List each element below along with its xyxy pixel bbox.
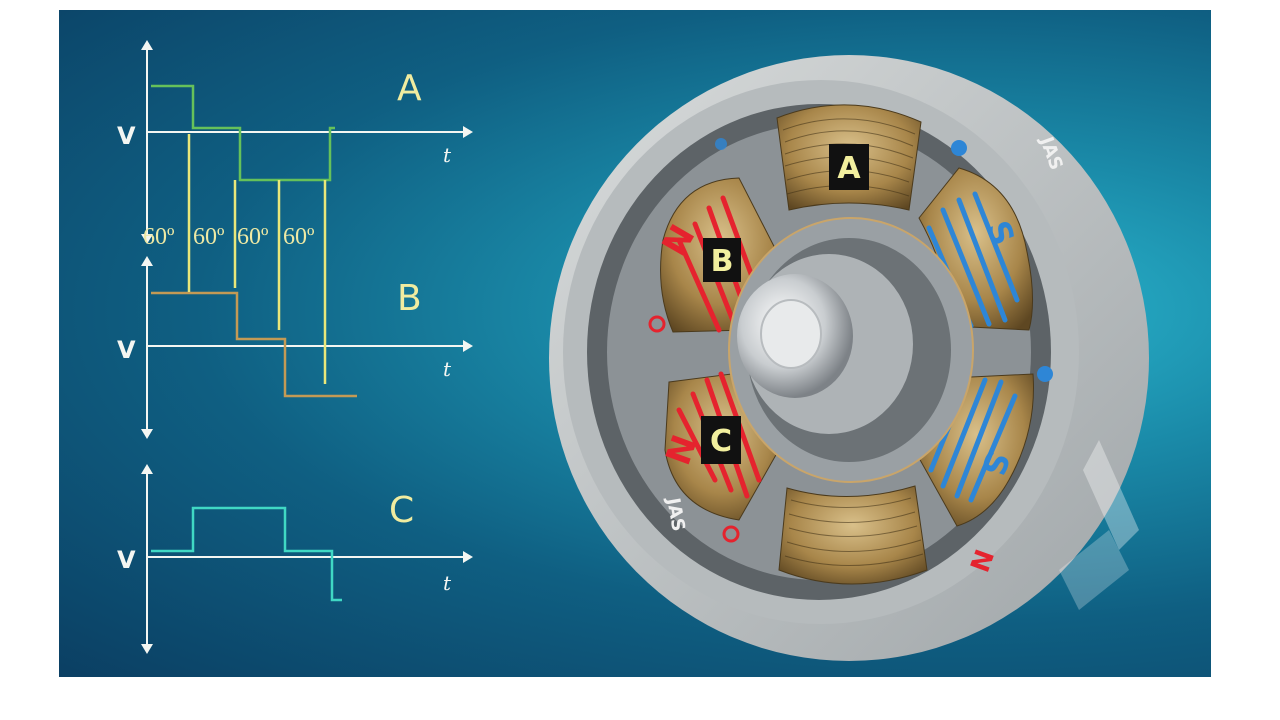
phase-label-c: C <box>389 490 414 531</box>
voltage-axis-label: V <box>117 336 136 364</box>
coil-label-box-a <box>829 144 869 190</box>
waveform-phase-a <box>151 84 335 182</box>
axes-group <box>141 40 473 654</box>
interval-label: 60º <box>283 224 315 250</box>
bldc-motor-illustration: A B C N N N S S JAS JAS <box>549 55 1149 661</box>
diagram-stage: V V V t t t A B C 60º 60º 60º 60º <box>59 10 1211 677</box>
time-axis-label: t <box>443 571 452 595</box>
time-axis-label: t <box>443 357 452 381</box>
waveform-phase-c <box>151 506 342 602</box>
interval-markers <box>187 134 327 384</box>
voltage-axis-label: V <box>117 122 136 150</box>
voltage-axis-label: V <box>117 546 136 574</box>
coil-label-c: C <box>710 424 732 459</box>
interval-label: 60º <box>237 224 269 250</box>
coil-label-a: A <box>837 151 861 186</box>
south-windings <box>926 191 1020 503</box>
coil-label-b: B <box>711 244 734 279</box>
diagram-svg: V V V t t t A B C 60º 60º 60º 60º <box>117 40 1149 661</box>
phase-label-a: A <box>397 68 422 109</box>
interval-label: 60º <box>193 224 225 250</box>
waveform-phase-b <box>151 291 357 398</box>
time-axis-label: t <box>443 143 452 167</box>
coil-label-box-b <box>703 238 741 282</box>
phase-label-b: B <box>397 278 422 319</box>
coil-label-box-c <box>701 416 741 464</box>
waveform-panel: V V V t t t A B C 60º 60º 60º 60º <box>117 40 473 654</box>
interval-label: 60º <box>143 224 175 250</box>
